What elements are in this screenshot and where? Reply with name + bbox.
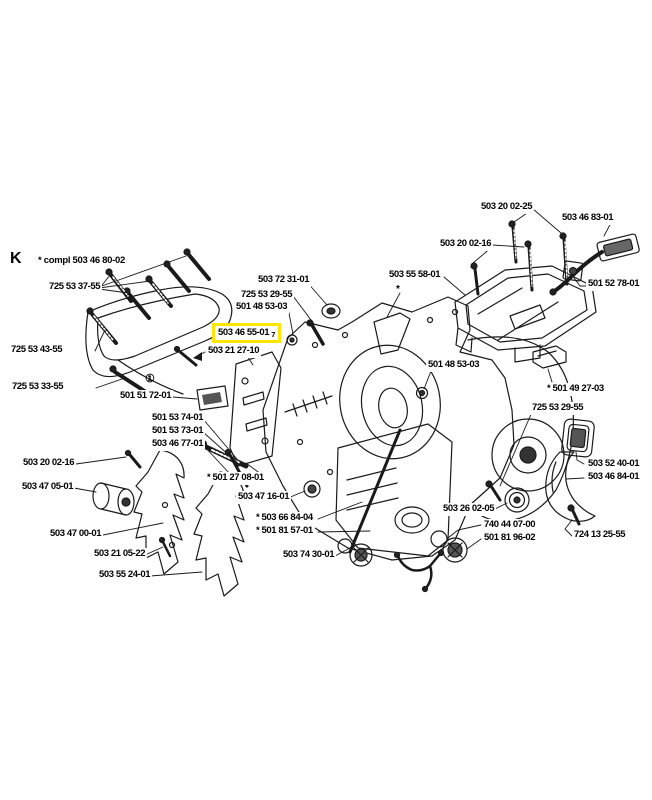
part-label-501-49-27-03[interactable]: * 501 49 27-03 — [545, 383, 606, 396]
assembly-complete-note: * compl 503 46 80-02 — [36, 254, 127, 267]
part-label-501-81-57-01[interactable]: * 501 81 57-01 — [254, 525, 315, 538]
asterisk-marker: * — [396, 284, 400, 295]
part-label-503-52-40-01[interactable]: 503 52 40-01 — [586, 458, 642, 471]
square-nut-part — [562, 260, 584, 282]
part-label-503-20-02-25[interactable]: 503 20 02-25 — [479, 201, 535, 214]
part-label-503-74-30-01[interactable]: 503 74 30-01 — [281, 549, 337, 562]
part-label-503-26-02-05[interactable]: 503 26 02-05 — [441, 503, 497, 516]
part-label-501-51-72-01[interactable]: 501 51 72-01 — [118, 390, 174, 403]
tank-tray-part — [454, 265, 597, 363]
small-screw-2127 — [173, 345, 198, 367]
bottom-left-screws — [124, 448, 249, 558]
part-label-503-46-84-01[interactable]: 503 46 84-01 — [586, 471, 642, 484]
part-label-725-53-37-55[interactable]: 725 53 37-55 — [47, 281, 103, 294]
highlight-index-7: 7 — [271, 330, 275, 339]
circled-one-marker: ① — [145, 373, 155, 385]
block-part — [196, 385, 229, 411]
part-label-503-55-58-01[interactable]: 503 55 58-01 — [387, 269, 443, 282]
part-label-725-53-33-55[interactable]: 725 53 33-55 — [10, 381, 66, 394]
side-plate-part — [229, 351, 282, 467]
part-label-503-72-31-01[interactable]: 503 72 31-01 — [256, 274, 312, 287]
hex-nut-right — [415, 386, 429, 400]
part-label-503-66-84-04[interactable]: * 503 66 84-04 — [254, 512, 315, 525]
part-label-501-53-73-01[interactable]: 501 53 73-01 — [150, 425, 206, 438]
part-label-725-53-29-55-right[interactable]: 725 53 29-55 — [530, 402, 586, 415]
fuel-cap-part — [430, 530, 468, 563]
bushing-part — [504, 487, 530, 513]
chain-guard-part — [545, 451, 596, 522]
part-label-503-46-83-01[interactable]: 503 46 83-01 — [560, 212, 616, 225]
part-label-503-20-02-16-left[interactable]: 503 20 02-16 — [21, 457, 77, 470]
part-label-503-47-16-01[interactable]: 503 47 16-01 — [236, 491, 292, 504]
part-label-503-47-05-01[interactable]: 503 47 05-01 — [20, 481, 76, 494]
part-label-503-47-00-01[interactable]: 503 47 00-01 — [48, 528, 104, 541]
part-label-503-21-05-22[interactable]: 503 21 05-22 — [92, 548, 148, 561]
part-label-503-46-77-01[interactable]: 503 46 77-01 — [150, 438, 206, 451]
latch-part — [532, 345, 567, 369]
part-label-725-53-43-55[interactable]: 725 53 43-55 — [9, 344, 65, 357]
part-label-501-27-08-01[interactable]: * 501 27 08-01 — [205, 472, 266, 485]
part-label-501-48-53-03-right[interactable]: 501 48 53-03 — [426, 359, 482, 372]
screw-right-2955 — [485, 480, 502, 502]
cord-part — [393, 549, 445, 593]
long-bolt-2708 — [198, 439, 249, 469]
leader-lines — [73, 208, 613, 577]
bracket-part — [373, 312, 411, 355]
part-label-503-21-27-10[interactable]: 503 21 27-10 — [206, 345, 262, 358]
tray-screws — [470, 220, 569, 296]
highlighted-part-number: 503 46 55-01 — [218, 327, 270, 338]
part-label-501-53-74-01[interactable]: 501 53 74-01 — [150, 412, 206, 425]
buffer-cylinder-part — [92, 482, 135, 516]
part-label-724-13-25-55[interactable]: 724 13 25-55 — [572, 529, 628, 542]
part-label-501-81-96-02[interactable]: 501 81 96-02 — [482, 532, 538, 545]
part-label-501-48-53-03-left[interactable]: 501 48 53-03 — [234, 301, 290, 314]
lever-part — [549, 233, 640, 296]
frame-screws — [86, 248, 211, 394]
section-letter: K — [10, 250, 22, 267]
part-label-503-20-02-16-top[interactable]: 503 20 02-16 — [438, 238, 494, 251]
part-label-725-53-29-55-left[interactable]: 725 53 29-55 — [239, 289, 295, 302]
square-grommet-part — [561, 418, 595, 458]
bumper-spike-parts — [133, 449, 245, 597]
handle-frame-part — [85, 286, 233, 395]
part-label-740-44-07-00[interactable]: 740 44 07-00 — [482, 519, 538, 532]
plug-part — [303, 480, 321, 498]
part-label-503-55-24-01[interactable]: 503 55 24-01 — [97, 569, 153, 582]
part-label-501-52-78-01[interactable]: 501 52 78-01 — [586, 278, 642, 291]
small-screw-724 — [567, 504, 581, 526]
oil-cap-part — [337, 538, 373, 567]
